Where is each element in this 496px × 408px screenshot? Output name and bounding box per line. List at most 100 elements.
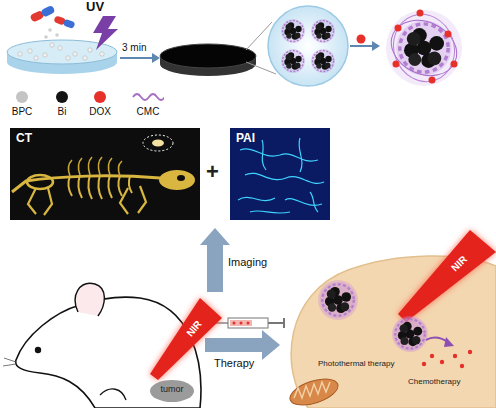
- tumor-cell-outline: [291, 256, 496, 408]
- vessel: [245, 173, 324, 183]
- dox-dot: [393, 61, 400, 68]
- legend-text: DOX: [80, 106, 120, 117]
- therapy-label: Therapy: [214, 357, 254, 369]
- dox-dot: [430, 354, 434, 358]
- arrow-head: [152, 53, 160, 63]
- capsule: [29, 5, 55, 23]
- tumor-signal: [152, 140, 164, 147]
- nanoparticle: [396, 20, 451, 75]
- skeleton-orbit: [177, 175, 185, 181]
- dox-dot: [233, 322, 236, 325]
- time-label: 3 min: [122, 42, 146, 53]
- bubble: [100, 52, 104, 56]
- node-text: PAI: [236, 132, 255, 145]
- loaded-nanoparticle: [396, 20, 451, 75]
- zoom-circle: [268, 6, 348, 86]
- skeleton-limbs: [28, 186, 146, 215]
- nanoparticle: [311, 49, 335, 73]
- vessel: [299, 138, 302, 172]
- bubble: [18, 52, 22, 56]
- nanoparticle: [393, 317, 427, 351]
- capsule-half: [40, 5, 55, 18]
- powder-dot: [44, 35, 48, 39]
- legend-swatch: [16, 91, 28, 103]
- node-text: Photothermal therapy: [318, 360, 395, 369]
- uv-lightning: [93, 16, 118, 50]
- dox-dot: [460, 364, 464, 368]
- arrow-head: [372, 41, 380, 51]
- legend-swatch: [56, 91, 68, 103]
- skeleton-skull: [159, 170, 195, 190]
- dox-dot: [395, 25, 402, 32]
- nir-beam: NIR: [398, 230, 496, 322]
- nir-beam-shape: [398, 230, 496, 322]
- cmc-chain: [384, 6, 464, 90]
- vessel: [262, 140, 266, 170]
- syringe-barrel: [228, 318, 268, 328]
- capsule-half: [63, 19, 76, 29]
- dox-dot: [417, 10, 424, 17]
- node-text: tumor: [150, 385, 194, 395]
- nir-beam-outline: [398, 230, 496, 322]
- nanoparticle: [393, 317, 427, 351]
- tumor-oval: tumor: [150, 380, 194, 402]
- process-arrow: [350, 45, 372, 47]
- cmc-chain: [382, 10, 466, 86]
- nir-beam-shape: [148, 298, 222, 380]
- cmc-wave: [133, 94, 164, 100]
- dox-dot: [445, 31, 452, 38]
- arrow-head: [444, 337, 454, 347]
- syringe-liquid: [230, 320, 252, 326]
- vessel: [250, 211, 290, 213]
- plus-sign: +: [206, 160, 219, 184]
- imaging-arrow: [200, 228, 230, 292]
- nir-beam-outline: [150, 298, 222, 380]
- syringe-plunger: [283, 318, 285, 328]
- legend-swatch: [94, 91, 106, 103]
- legend-text: BPC: [2, 106, 42, 117]
- powder-dot: [55, 33, 59, 37]
- dox-dot: [429, 77, 436, 84]
- bubble: [88, 48, 92, 52]
- dox-dot: [453, 354, 457, 358]
- bubble: [34, 56, 38, 60]
- pai-image: PAI: [230, 128, 330, 220]
- dox-dot: [240, 322, 243, 325]
- nir-beam: NIR: [148, 298, 222, 380]
- ct-image: CT: [10, 128, 200, 220]
- dox-dot: [247, 322, 250, 325]
- pai-vessels: [238, 138, 324, 213]
- nanoparticle: [281, 49, 305, 73]
- bubble: [43, 53, 47, 57]
- legend-text: Bi: [42, 106, 82, 117]
- nanoparticle: [320, 282, 356, 318]
- release-arrow: [426, 337, 448, 342]
- vessel: [240, 149, 318, 161]
- skeleton-ribs: [68, 175, 132, 199]
- syringe-plunger: [268, 322, 284, 324]
- node-text: CT: [16, 132, 32, 145]
- mitochondrion-cristae: [294, 382, 330, 398]
- dox-dot: [451, 61, 458, 68]
- vessel: [285, 199, 322, 206]
- bubble: [73, 52, 77, 56]
- mouse-eye: [35, 347, 41, 353]
- legend-text: CMC: [128, 106, 168, 117]
- dox-dot: [468, 350, 472, 354]
- bubble: [83, 56, 87, 60]
- powder-dot: [48, 28, 52, 32]
- dox-dot: [357, 35, 366, 44]
- process-arrow: [120, 57, 152, 59]
- bubble: [58, 46, 62, 50]
- particle-halo: [392, 316, 428, 352]
- legend-line-sample: [132, 91, 164, 103]
- mitochondrion: [287, 374, 341, 408]
- particle-halo: [318, 280, 358, 320]
- mouse-whisker: [3, 358, 16, 366]
